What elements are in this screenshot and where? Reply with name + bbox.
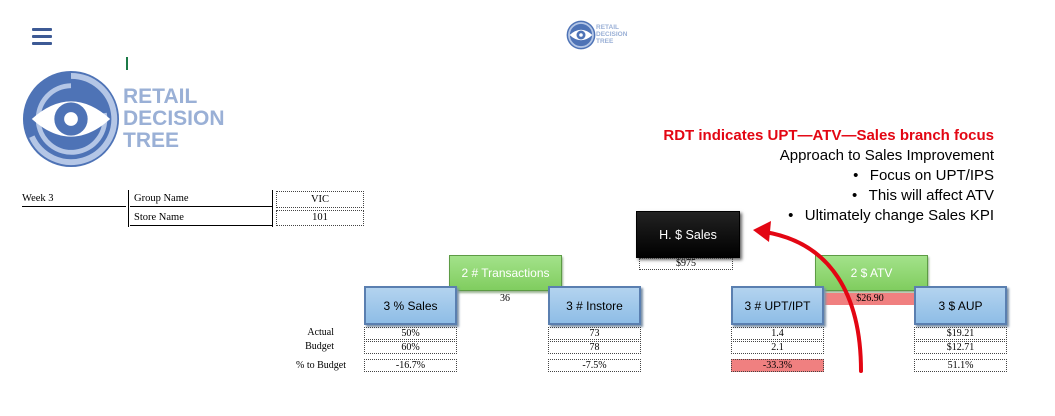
divider xyxy=(128,190,129,227)
upt-budget: 2.1 xyxy=(731,341,824,354)
brand-line-2: DECISION xyxy=(123,107,225,130)
aup-to-budget: 51.1% xyxy=(914,359,1007,372)
node-instore[interactable]: 3 # Instore xyxy=(548,286,641,325)
aup-budget: $12.71 xyxy=(914,341,1007,354)
text-cursor xyxy=(126,57,128,70)
store-name-label: Store Name xyxy=(134,212,184,223)
eye-logo-icon-small xyxy=(566,20,596,50)
callout-headline: RDT indicates UPT—ATV—Sales branch focus xyxy=(663,127,994,144)
upt-to-budget: -33.3% xyxy=(731,359,824,372)
callout-bullet: •This will affect ATV xyxy=(663,188,994,204)
week-label: Week 3 xyxy=(22,193,54,204)
node-upt[interactable]: 3 # UPT/IPT xyxy=(731,286,824,325)
brand-line-2: DECISION xyxy=(596,31,628,39)
menu-icon[interactable] xyxy=(32,28,52,46)
eye-logo-icon xyxy=(22,70,120,168)
bullet-icon: • xyxy=(852,187,858,204)
pct-sales-to-budget: -16.7% xyxy=(364,359,457,372)
brand-line-3: TREE xyxy=(596,38,614,46)
red-arrow-icon xyxy=(753,221,863,373)
divider xyxy=(130,206,272,207)
h-sales-value: $975 xyxy=(639,258,733,270)
pct-sales-actual: 50% xyxy=(364,327,457,340)
group-name-label: Group Name xyxy=(134,193,189,204)
brand-wordmark-small: RETAIL DECISION TREE xyxy=(596,24,627,45)
upt-actual: 1.4 xyxy=(731,327,824,340)
instore-budget: 78 xyxy=(548,341,641,354)
brand-line-1: RETAIL xyxy=(123,85,198,108)
node-transactions[interactable]: 2 # Transactions xyxy=(449,255,562,291)
aup-actual: $19.21 xyxy=(914,327,1007,340)
callout-intro: Approach to Sales Improvement xyxy=(779,147,994,164)
transactions-value: 36 xyxy=(500,293,510,304)
divider xyxy=(130,225,272,226)
bullet-icon: • xyxy=(788,207,794,224)
row-label-to-budget: % to Budget xyxy=(296,360,346,371)
brand-line-3: TREE xyxy=(123,129,180,152)
callout-bullet: •Ultimately change Sales KPI xyxy=(663,208,994,224)
group-name-value[interactable]: VIC xyxy=(276,191,364,208)
instore-actual: 73 xyxy=(548,327,641,340)
brand-line-1: RETAIL xyxy=(596,24,619,31)
divider xyxy=(272,190,273,227)
row-label-actual: Actual xyxy=(307,327,334,338)
pct-sales-budget: 60% xyxy=(364,341,457,354)
brand-wordmark: RETAIL DECISION TREE xyxy=(123,86,225,152)
callout-bullet: •Focus on UPT/IPS xyxy=(663,168,994,184)
store-name-value[interactable]: 101 xyxy=(276,210,364,226)
divider xyxy=(22,206,126,207)
instore-to-budget: -7.5% xyxy=(548,359,641,372)
row-label-budget: Budget xyxy=(305,341,334,352)
insight-callout: RDT indicates UPT—ATV—Sales branch focus… xyxy=(663,127,994,228)
node-h-sales[interactable]: H. $ Sales xyxy=(636,211,740,258)
node-pct-sales[interactable]: 3 % Sales xyxy=(364,286,457,325)
node-aup[interactable]: 3 $ AUP xyxy=(914,286,1007,325)
bullet-icon: • xyxy=(853,167,859,184)
